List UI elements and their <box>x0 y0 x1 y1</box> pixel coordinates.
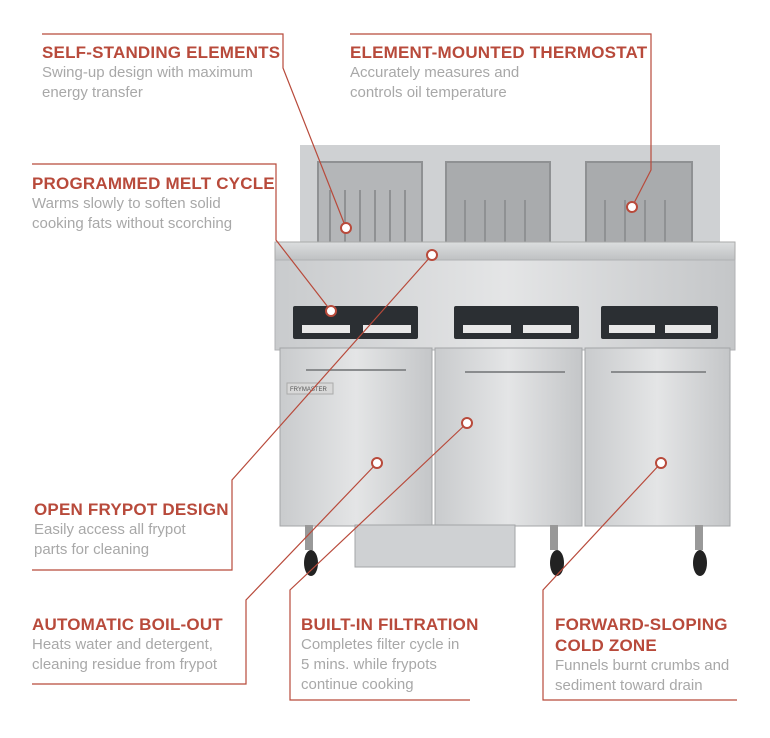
callout-text: parts for cleaning <box>34 541 150 558</box>
callout-text: 5 mins. while frypots <box>301 656 437 673</box>
fry-baskets <box>317 161 693 248</box>
brand-plate <box>286 382 334 395</box>
filter-pan <box>354 524 516 568</box>
callout-open-frypot-design: OPEN FRYPOT DESIGN Easily access all fry… <box>34 499 229 560</box>
callout-text: Accurately measures and <box>350 64 520 81</box>
callout-text: Completes filter cycle in <box>301 636 460 653</box>
callout-text: energy transfer <box>42 84 143 101</box>
callout-title: BUILT-IN FILTRATION <box>301 615 479 634</box>
callout-text: Easily access all frypot <box>34 521 186 538</box>
callout-title: PROGRAMMED MELT CYCLE <box>32 174 275 193</box>
callout-automatic-boil-out: AUTOMATIC BOIL-OUT Heats water and deter… <box>32 614 223 675</box>
top-deck <box>274 241 736 261</box>
callout-text: controls oil temperature <box>350 84 507 101</box>
callout-title-line2: COLD ZONE <box>555 636 657 655</box>
callout-self-standing-elements: SELF-STANDING ELEMENTS Swing-up design w… <box>42 42 280 103</box>
door-left <box>279 347 433 527</box>
callout-title: SELF-STANDING ELEMENTS <box>42 43 281 62</box>
callout-programmed-melt-cycle: PROGRAMMED MELT CYCLE Warms slowly to so… <box>32 173 275 234</box>
callout-text: Heats water and detergent, <box>32 636 213 653</box>
callout-text: cleaning residue from frypot <box>32 656 218 673</box>
callout-text: Warms slowly to soften solid <box>32 195 221 212</box>
door-right <box>584 347 731 527</box>
callout-forward-sloping-cold-zone: FORWARD-SLOPING COLD ZONE Funnels burnt … <box>555 614 729 696</box>
door-middle <box>434 347 583 527</box>
brand-badge: FRYMASTER <box>290 387 328 393</box>
callout-text: Funnels burnt crumbs and <box>555 657 730 674</box>
door-handles <box>306 369 706 373</box>
hotspot-dots <box>325 201 667 469</box>
casters <box>304 525 707 576</box>
callout-text: cooking fats without scorching <box>32 215 233 232</box>
callout-text: Swing-up design with maximum <box>42 64 253 81</box>
callout-title: ELEMENT-MOUNTED THERMOSTAT <box>350 43 648 62</box>
callout-element-mounted-thermostat: ELEMENT-MOUNTED THERMOSTAT Accurately me… <box>350 42 647 103</box>
callout-title: OPEN FRYPOT DESIGN <box>34 500 229 519</box>
callout-text: continue cooking <box>301 676 414 693</box>
leader-lines <box>32 33 737 701</box>
callout-text: sediment toward drain <box>555 677 703 694</box>
callout-title: FORWARD-SLOPING <box>555 615 728 634</box>
callout-built-in-filtration: BUILT-IN FILTRATION Completes filter cyc… <box>301 614 479 695</box>
controllers <box>293 306 718 339</box>
callout-title: AUTOMATIC BOIL-OUT <box>32 615 223 634</box>
